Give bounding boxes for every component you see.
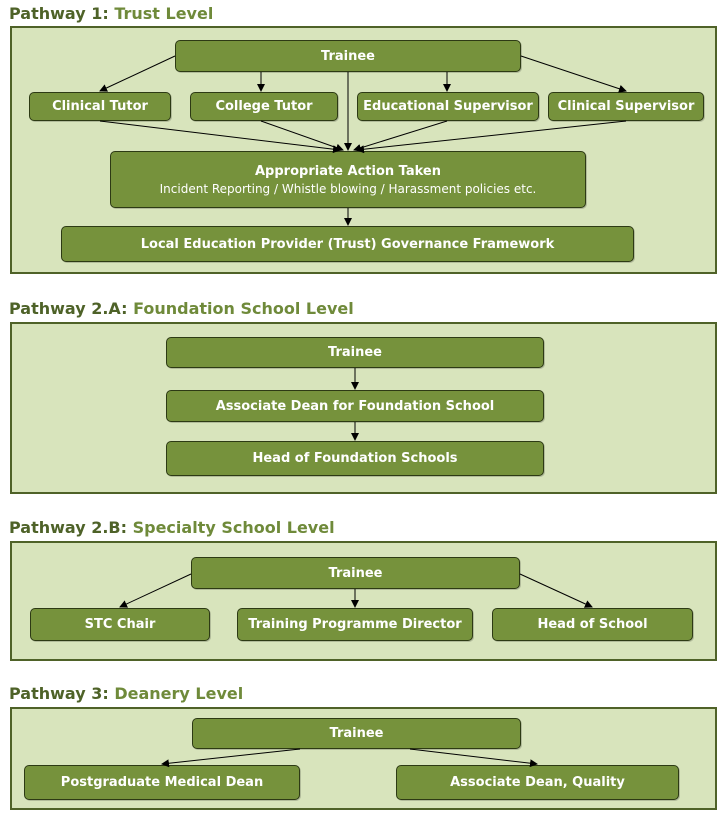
college-tutor-label: College Tutor — [215, 99, 313, 114]
pathway-3-heading: Pathway 3: Deanery Level — [9, 683, 243, 705]
pathway-2b-heading-prefix: Pathway 2.B: — [9, 518, 133, 537]
postgraduate-medical-dean-label: Postgraduate Medical Dean — [60, 775, 264, 790]
head-of-foundation-schools-box: Head of Foundation Schools — [166, 441, 544, 476]
pathway-3-trainee-label: Trainee — [329, 726, 384, 741]
pathway-2a-trainee-box: Trainee — [166, 337, 544, 368]
pathway-3-trainee-box: Trainee — [192, 718, 521, 749]
pathway-2a-heading: Pathway 2.A: Foundation School Level — [9, 298, 354, 320]
training-programme-director-box: Training Programme Director — [237, 608, 473, 641]
pathway-1-trainee-label: Trainee — [321, 48, 375, 64]
pathway-2b-trainee-label: Trainee — [328, 565, 383, 581]
head-of-foundation-schools-label: Head of Foundation Schools — [252, 451, 458, 466]
associate-dean-foundation-label: Associate Dean for Foundation School — [215, 398, 495, 414]
pathway-2a-heading-prefix: Pathway 2.A: — [9, 299, 134, 318]
clinical-tutor-box: Clinical Tutor — [29, 92, 171, 121]
appropriate-action-title: Appropriate Action Taken — [255, 163, 441, 179]
pathway-3-heading-prefix: Pathway 3: — [9, 684, 115, 703]
pathway-1-heading-prefix: Pathway 1: — [9, 4, 115, 23]
pathway-2b-heading: Pathway 2.B: Specialty School Level — [9, 517, 335, 539]
head-of-school-box: Head of School — [492, 608, 693, 641]
pathway-2a-trainee-label: Trainee — [328, 345, 382, 360]
pathway-2b-trainee-box: Trainee — [191, 557, 520, 589]
governance-framework-label: Local Education Provider (Trust) Governa… — [140, 236, 555, 252]
postgraduate-medical-dean-box: Postgraduate Medical Dean — [24, 765, 300, 800]
associate-dean-quality-box: Associate Dean, Quality — [396, 765, 679, 800]
educational-supervisor-box: Educational Supervisor — [357, 92, 539, 121]
associate-dean-quality-label: Associate Dean, Quality — [450, 775, 625, 790]
pathway-3-heading-level: Deanery Level — [114, 684, 244, 703]
clinical-tutor-label: Clinical Tutor — [52, 99, 148, 114]
clinical-supervisor-label: Clinical Supervisor — [557, 99, 695, 114]
head-of-school-label: Head of School — [537, 617, 648, 632]
associate-dean-foundation-box: Associate Dean for Foundation School — [166, 390, 544, 422]
pathway-1-heading: Pathway 1: Trust Level — [9, 3, 213, 25]
pathway-1-trainee-box: Trainee — [175, 40, 521, 72]
pathway-2b-heading-level: Specialty School Level — [132, 518, 335, 537]
clinical-supervisor-box: Clinical Supervisor — [548, 92, 704, 121]
stc-chair-label: STC Chair — [84, 617, 156, 632]
stc-chair-box: STC Chair — [30, 608, 210, 641]
college-tutor-box: College Tutor — [190, 92, 338, 121]
governance-framework-box: Local Education Provider (Trust) Governa… — [61, 226, 634, 262]
educational-supervisor-label: Educational Supervisor — [363, 99, 533, 114]
training-programme-director-label: Training Programme Director — [248, 617, 462, 632]
pathway-1-heading-level: Trust Level — [114, 4, 214, 23]
appropriate-action-box: Appropriate Action Taken Incident Report… — [110, 151, 586, 208]
pathway-2a-heading-level: Foundation School Level — [133, 299, 354, 318]
appropriate-action-subtitle: Incident Reporting / Whistle blowing / H… — [159, 181, 537, 196]
